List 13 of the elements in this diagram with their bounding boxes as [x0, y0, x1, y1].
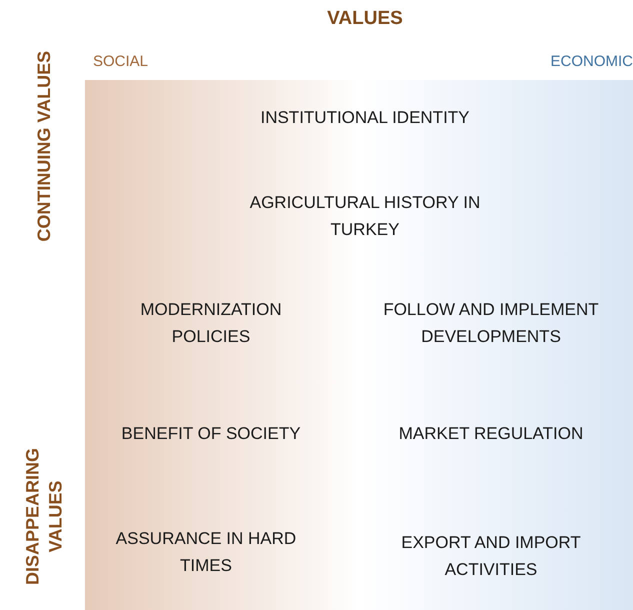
value-label: ASSURANCE IN HARD TIMES	[114, 528, 298, 577]
value-label: MODERNIZATION POLICIES	[139, 298, 283, 348]
column-heading: ECONOMIC	[550, 52, 633, 72]
column-heading: SOCIAL	[93, 52, 150, 72]
value-label: INSTITUTIONAL IDENTITY	[259, 107, 471, 130]
value-label: MARKET REGULATION	[398, 423, 584, 446]
title: VALUES	[326, 7, 404, 31]
value-label: AGRICULTURAL HISTORY IN TURKEY	[248, 192, 482, 241]
row-heading: CONTINUING VALUES	[32, 50, 55, 244]
row-heading: DISAPPEARING VALUES	[22, 446, 66, 587]
value-label: FOLLOW AND IMPLEMENT DEVELOPMENTS	[382, 298, 600, 348]
value-label: BENEFIT OF SOCIETY	[120, 423, 302, 446]
value-label: EXPORT AND IMPORT ACTIVITIES	[400, 532, 582, 581]
